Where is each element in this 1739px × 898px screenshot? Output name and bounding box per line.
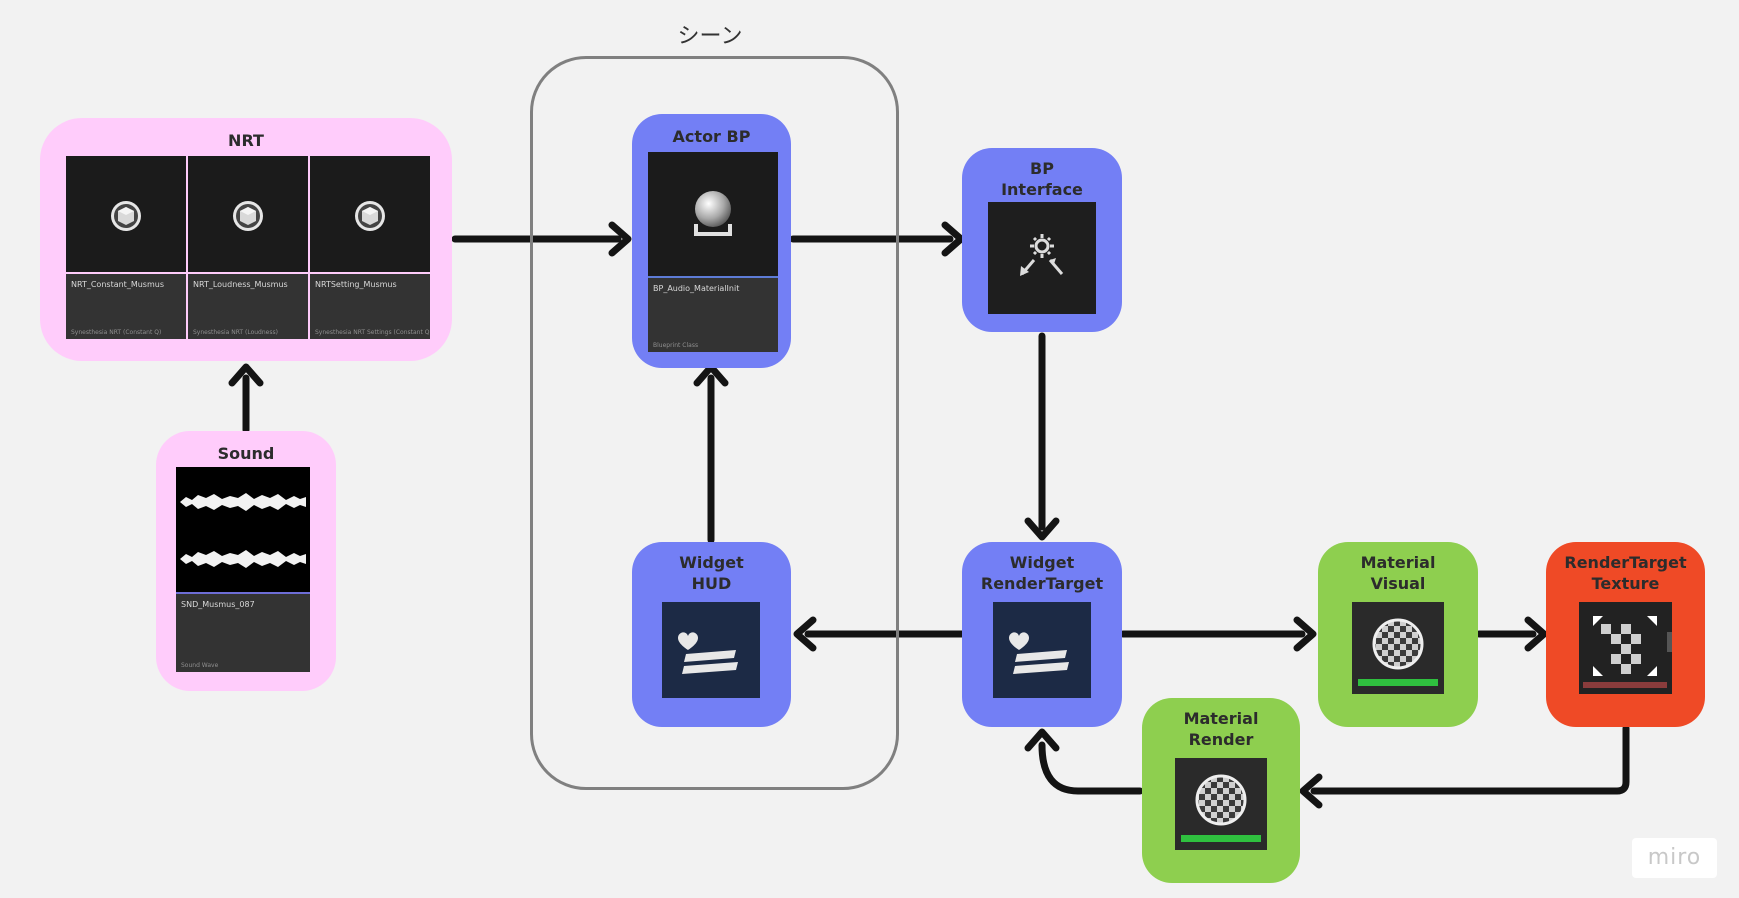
node-widget-rendertarget-title-line1: Widget — [1009, 553, 1075, 572]
card-caption: NRT_Constant_Musmus Synesthesia NRT (Con… — [66, 274, 186, 339]
material-sphere-icon — [1358, 618, 1438, 686]
node-widget-rendertarget[interactable]: Widget RenderTarget — [962, 542, 1122, 727]
nrt-card-loudness[interactable]: NRT_Loudness_Musmus Synesthesia NRT (Lou… — [188, 156, 308, 339]
rendertarget-texture-thumbnail[interactable] — [1579, 602, 1672, 694]
bp-interface-thumbnail[interactable] — [988, 202, 1096, 314]
nrt-card-setting[interactable]: NRTSetting_Musmus Synesthesia NRT Settin… — [310, 156, 430, 339]
node-material-render-title-line1: Material — [1183, 709, 1259, 728]
card-divider — [66, 272, 186, 274]
waveform-area — [176, 467, 310, 592]
node-actor-bp[interactable]: Actor BP BP_Audio_MaterialInit Blueprint… — [632, 114, 791, 368]
arrowhead-rendertarget-texture — [1524, 616, 1548, 652]
asset-name: BP_Audio_MaterialInit — [653, 284, 740, 293]
node-widget-hud-title-line1: Widget — [679, 553, 744, 572]
node-rendertarget-texture-title-line1: RenderTarget — [1564, 553, 1687, 572]
asset-type: Sound Wave — [181, 662, 219, 669]
arrowhead-widget-hud — [793, 616, 817, 652]
asset-type: Synesthesia NRT (Constant Q) — [71, 329, 162, 336]
node-material-visual[interactable]: Material Visual — [1318, 542, 1478, 727]
asset-cube-icon — [233, 201, 263, 231]
node-material-visual-title-line1: Material — [1360, 553, 1436, 572]
asset-cube-icon — [111, 201, 141, 231]
arrowhead-nrt — [228, 363, 264, 387]
waveform-icon — [180, 493, 306, 568]
node-bp-interface-title-line1: BP — [1030, 159, 1054, 178]
asset-name: NRT_Loudness_Musmus — [193, 280, 288, 289]
scene-frame — [530, 56, 899, 790]
miro-watermark-logo: miro — [1632, 838, 1717, 878]
widget-heart-icon — [678, 632, 738, 674]
node-widget-hud[interactable]: Widget HUD — [632, 542, 791, 727]
asset-name: SND_Musmus_087 — [181, 600, 255, 609]
arrowhead-widget-rendertarget-bottom — [1024, 728, 1060, 752]
arrowhead-bp-interface — [941, 221, 965, 257]
actor-bp-card[interactable]: BP_Audio_MaterialInit Blueprint Class — [648, 152, 778, 352]
material-visual-thumbnail[interactable] — [1352, 602, 1444, 694]
blueprint-actor-icon — [694, 191, 732, 236]
nrt-card-constant[interactable]: NRT_Constant_Musmus Synesthesia NRT (Con… — [66, 156, 186, 339]
arrow-rendertarget-texture-to-material-render — [1310, 724, 1630, 795]
node-widget-rendertarget-title-line2: RenderTarget — [980, 574, 1104, 593]
texture-checker-icon — [1583, 616, 1672, 688]
widget-rendertarget-thumbnail[interactable] — [993, 602, 1091, 698]
node-widget-hud-title-line2: HUD — [691, 574, 732, 593]
card-caption: SND_Musmus_087 Sound Wave — [176, 594, 310, 672]
arrowhead-material-visual — [1293, 616, 1317, 652]
card-divider — [176, 592, 310, 594]
node-actor-bp-title: Actor BP — [672, 127, 751, 146]
node-sound-title: Sound — [217, 444, 275, 463]
material-render-thumbnail[interactable] — [1175, 758, 1267, 850]
asset-type: Synesthesia NRT Settings (Constant Q) — [315, 329, 430, 336]
node-bp-interface-title-line2: Interface — [1001, 180, 1083, 199]
node-sound[interactable]: Sound SND_Musmus_087 Sound Wave — [156, 431, 336, 691]
widget-hud-thumbnail[interactable] — [662, 602, 760, 698]
node-material-render[interactable]: Material Render — [1142, 698, 1300, 883]
arrowhead-actor-bp — [608, 221, 632, 257]
card-caption: BP_Audio_MaterialInit Blueprint Class — [648, 278, 778, 352]
node-material-visual-title-line2: Visual — [1370, 574, 1426, 593]
scene-label: シーン — [677, 24, 743, 49]
arrowhead-widget-rendertarget-top — [1024, 517, 1060, 541]
widget-heart-icon — [1009, 632, 1069, 674]
arrow-material-render-to-widget-rendertarget — [1038, 741, 1144, 795]
card-caption: NRT_Loudness_Musmus Synesthesia NRT (Lou… — [188, 274, 308, 339]
node-nrt[interactable]: NRT NRT_Constant_Musmus Synesthesia NRT … — [40, 118, 452, 361]
card-caption: NRTSetting_Musmus Synesthesia NRT Settin… — [310, 274, 430, 339]
node-material-render-title-line2: Render — [1188, 730, 1254, 749]
asset-name: NRT_Constant_Musmus — [71, 280, 164, 289]
node-nrt-title: NRT — [228, 131, 264, 150]
node-rendertarget-texture[interactable]: RenderTarget Texture — [1546, 542, 1705, 727]
node-bp-interface[interactable]: BP Interface — [962, 148, 1122, 332]
asset-cube-icon — [355, 201, 385, 231]
asset-name: NRTSetting_Musmus — [315, 280, 397, 289]
card-divider — [648, 276, 778, 278]
card-divider — [310, 272, 430, 274]
interface-gear-icon — [1020, 234, 1064, 276]
node-rendertarget-texture-title-line2: Texture — [1591, 574, 1660, 593]
material-sphere-icon — [1181, 774, 1261, 842]
asset-type: Blueprint Class — [653, 342, 699, 349]
card-divider — [188, 272, 308, 274]
sound-card[interactable]: SND_Musmus_087 Sound Wave — [176, 467, 310, 672]
arrowhead-material-render — [1299, 773, 1323, 809]
asset-type: Synesthesia NRT (Loudness) — [193, 329, 278, 336]
